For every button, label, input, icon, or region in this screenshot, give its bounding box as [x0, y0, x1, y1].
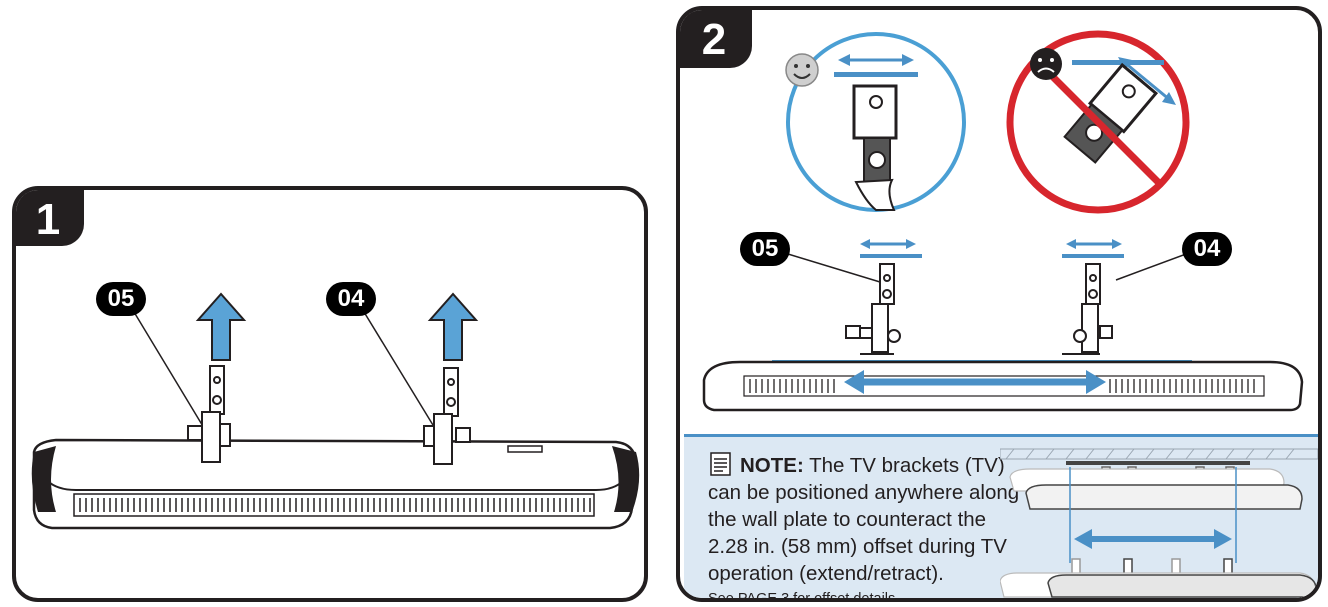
note-body: The TV brackets (TV) can be positioned a…	[708, 454, 1020, 585]
offset-illustration	[1000, 448, 1318, 598]
callout-05: 05	[740, 232, 790, 266]
step-1-number: 1	[16, 190, 84, 246]
note-label: NOTE:	[740, 454, 804, 477]
tv-bracket-right	[1062, 263, 1113, 355]
smiley-icon	[785, 53, 819, 87]
callout-04: 04	[326, 282, 376, 316]
tv-bracket-right	[423, 367, 471, 465]
up-arrow-icon	[427, 292, 479, 361]
step-2-illustration	[702, 30, 1304, 412]
note-footer: See PAGE 3 for offset details.	[708, 591, 900, 602]
callout-04: 04	[1182, 232, 1232, 266]
tv-illustration	[702, 360, 1304, 412]
tv-illustration	[31, 438, 640, 530]
step-1-panel: 1	[12, 186, 648, 602]
frown-icon	[1030, 48, 1062, 80]
callout-05: 05	[96, 282, 146, 316]
incorrect-orientation-circle	[1006, 30, 1190, 214]
double-arrow-icon	[1118, 57, 1176, 105]
double-arrow-icon	[838, 54, 914, 66]
note-section: NOTE: The TV brackets (TV) can be positi…	[684, 434, 1318, 602]
note-icon	[710, 452, 731, 476]
note-text: NOTE: The TV brackets (TV) can be positi…	[708, 451, 1028, 602]
tv-bracket-left	[187, 365, 231, 463]
step-1-illustration	[31, 292, 640, 530]
tv-bracket-left	[845, 263, 901, 355]
correct-orientation-circle	[786, 32, 966, 212]
double-arrow-icon	[1062, 239, 1124, 258]
up-arrow-icon	[195, 292, 247, 361]
step-2-number: 2	[680, 10, 752, 68]
double-arrow-icon	[844, 370, 1106, 394]
double-arrow-icon	[860, 239, 922, 258]
step-2-panel: 2	[676, 6, 1322, 602]
double-arrow-icon	[1074, 529, 1232, 549]
